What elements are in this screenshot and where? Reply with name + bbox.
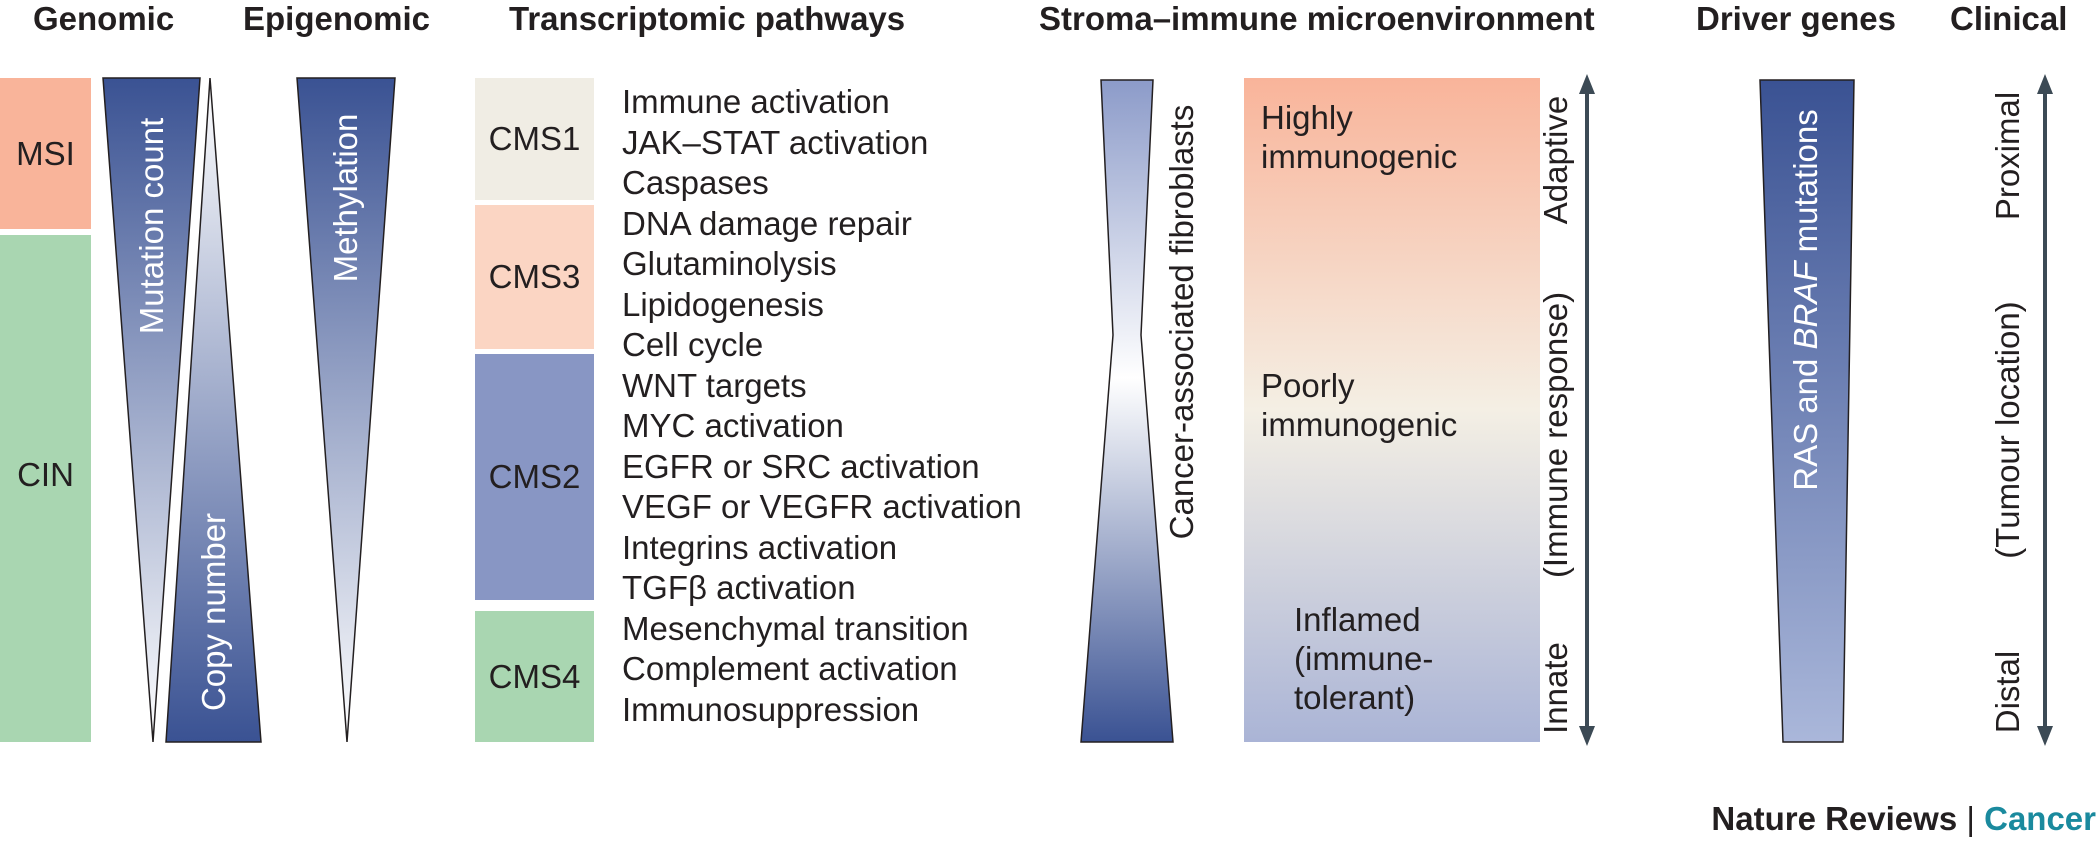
adaptive-label: Adaptive xyxy=(1537,95,1574,225)
cms2-label: CMS2 xyxy=(488,458,581,495)
cms1-label: CMS1 xyxy=(488,120,581,157)
journal-separator: | xyxy=(1957,800,1985,837)
copy-number-wedge xyxy=(165,77,262,743)
header-clinical: Clinical xyxy=(1950,0,2068,37)
pathway-item: Glutaminolysis xyxy=(622,245,837,282)
msi-block xyxy=(0,78,91,229)
driver-genes-label: RAS and BRAF mutations xyxy=(1786,109,1826,491)
cin-label: CIN xyxy=(17,456,74,493)
tumour-location-label: (Tumour location) xyxy=(1989,301,2026,559)
distal-label: Distal xyxy=(1989,650,2026,734)
header-transcriptomic: Transcriptomic pathways xyxy=(509,0,906,37)
pathway-item: WNT targets xyxy=(622,366,807,404)
pathway-item: Integrins activation xyxy=(622,528,898,566)
driver-suffix: mutations xyxy=(1787,109,1824,262)
driver-prefix: RAS and xyxy=(1787,349,1824,491)
copy-number-label: Copy number xyxy=(195,512,232,712)
journal-credit: Nature Reviews | Cancer xyxy=(1711,800,2096,838)
highly-line-1: Highly xyxy=(1261,99,1353,136)
poorly-line-1: Poorly xyxy=(1261,367,1355,404)
pathway-item: Lipidogenesis xyxy=(622,285,824,323)
inflamed-line-3: tolerant) xyxy=(1294,679,1416,716)
driver-gene: BRAF xyxy=(1787,261,1824,350)
header-stroma: Stroma–immune microenvironment xyxy=(1039,0,1595,37)
mutation-count-wedge xyxy=(102,77,201,743)
header-genomic: Genomic xyxy=(33,0,175,37)
msi-label: MSI xyxy=(16,134,75,172)
journal-section: Cancer xyxy=(1984,800,2096,837)
poorly-immunogenic-label: Poorly immunogenic xyxy=(1261,366,1457,444)
caf-hourglass xyxy=(1080,79,1174,743)
pathway-item: JAK–STAT activation xyxy=(622,123,929,161)
cms4-block xyxy=(475,611,594,742)
cms2-block xyxy=(475,354,594,600)
driver-genes-trapezoid xyxy=(1759,79,1855,743)
cms3-block xyxy=(475,205,594,349)
pathway-item: Complement activation xyxy=(622,650,958,687)
caf-label: Cancer-associated fibroblasts xyxy=(1163,104,1200,540)
innate-label: Innate xyxy=(1537,642,1574,734)
pathway-item: VEGF or VEGFR activation xyxy=(622,488,1022,525)
highly-line-2: immunogenic xyxy=(1261,138,1458,175)
highly-immunogenic-label: Highly immunogenic xyxy=(1261,98,1457,176)
pathway-item: Immune activation xyxy=(622,83,890,120)
methylation-label: Methylation xyxy=(327,113,364,283)
pathway-item: Caspases xyxy=(622,164,769,201)
pathway-item: Immunosuppression xyxy=(622,690,920,728)
mutation-count-label: Mutation count xyxy=(133,117,170,335)
pathway-item: TGFβ activation xyxy=(622,569,856,606)
pathway-item: Mesenchymal transition xyxy=(622,609,969,647)
methylation-wedge xyxy=(296,77,396,743)
inflamed-label: Inflamed (immune- tolerant) xyxy=(1294,600,1433,717)
cms1-block xyxy=(475,78,594,200)
inflamed-line-1: Inflamed xyxy=(1294,601,1421,638)
header-epigenomic: Epigenomic xyxy=(243,0,431,37)
immune-response-label: (Immune response) xyxy=(1537,291,1574,579)
inflamed-line-2: (immune- xyxy=(1294,640,1434,677)
pathway-item: Cell cycle xyxy=(622,326,764,363)
header-driver-genes: Driver genes xyxy=(1696,0,1896,37)
cms3-label: CMS3 xyxy=(488,258,581,295)
pathway-item: EGFR or SRC activation xyxy=(622,447,980,485)
pathway-list: Immune activation JAK–STAT activation Ca… xyxy=(622,82,1022,730)
journal-name: Nature Reviews xyxy=(1711,800,1958,837)
poorly-line-2: immunogenic xyxy=(1261,406,1458,443)
cms4-label: CMS4 xyxy=(488,657,581,695)
pathway-item: DNA damage repair xyxy=(622,204,912,242)
proximal-label: Proximal xyxy=(1989,91,2026,221)
immunogenic-gradient xyxy=(1244,78,1540,742)
cin-block xyxy=(0,235,91,742)
pathway-item: MYC activation xyxy=(622,407,844,444)
